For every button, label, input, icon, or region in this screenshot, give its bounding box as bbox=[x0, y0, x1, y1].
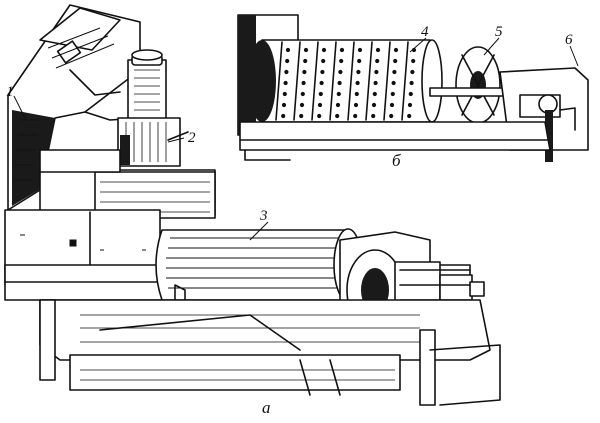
inset-detail-view bbox=[237, 14, 589, 162]
perforation-dot bbox=[375, 47, 381, 53]
perforation-dot bbox=[356, 69, 361, 75]
perforation-dot bbox=[407, 102, 413, 108]
perforation-dot bbox=[281, 102, 287, 108]
perforation-dot bbox=[282, 91, 287, 97]
perforation-dot bbox=[283, 80, 288, 86]
perforation-dot bbox=[389, 113, 394, 119]
perforation-dot bbox=[409, 80, 414, 86]
label-5: 5 bbox=[495, 24, 503, 40]
perforation-dot bbox=[320, 69, 325, 75]
perforation-dot bbox=[411, 58, 416, 64]
perforation-dot bbox=[355, 80, 360, 86]
label-2: 2 bbox=[188, 130, 196, 146]
perforation-dot bbox=[357, 47, 363, 53]
perforation-dot bbox=[372, 91, 377, 97]
perforation-dot bbox=[321, 47, 327, 53]
perforation-dot bbox=[300, 91, 305, 97]
perforation-dot bbox=[393, 58, 398, 64]
perforation-dot bbox=[339, 47, 345, 53]
perforation-dot bbox=[319, 80, 324, 86]
perforation-dot bbox=[408, 91, 413, 97]
perforation-dot bbox=[318, 91, 323, 97]
perforation-dot bbox=[303, 47, 309, 53]
main-machine-view bbox=[4, 4, 501, 406]
drive-motor bbox=[117, 49, 189, 167]
perforation-dot bbox=[317, 102, 323, 108]
perforation-dot bbox=[339, 58, 344, 64]
perforation-dot bbox=[299, 102, 305, 108]
label-3: 3 bbox=[259, 208, 268, 224]
perforation-dot bbox=[335, 113, 340, 119]
perforation-dot bbox=[335, 102, 341, 108]
perforation-dot bbox=[337, 80, 342, 86]
support-frame bbox=[39, 299, 501, 406]
perforation-dot bbox=[301, 80, 306, 86]
perforation-dot bbox=[336, 91, 341, 97]
perforation-dot bbox=[391, 80, 396, 86]
perforation-dot bbox=[392, 69, 397, 75]
perforation-dot bbox=[317, 113, 322, 119]
perforation-dot bbox=[393, 47, 399, 53]
perforation-dot bbox=[284, 69, 289, 75]
perforation-dot bbox=[285, 58, 290, 64]
perforation-dot bbox=[374, 69, 379, 75]
perforation-dot bbox=[281, 113, 286, 119]
perforation-dot bbox=[373, 80, 378, 86]
perforation-dot bbox=[390, 91, 395, 97]
gear-casing bbox=[39, 149, 216, 219]
perforation-dot bbox=[338, 69, 343, 75]
perforation-dot bbox=[371, 102, 377, 108]
label-6: 6 bbox=[565, 32, 573, 48]
perforation-dot bbox=[375, 58, 380, 64]
perforation-dot bbox=[357, 58, 362, 64]
perforation-dot bbox=[353, 102, 359, 108]
perforated-drum bbox=[248, 39, 443, 123]
perforation-dot bbox=[371, 113, 376, 119]
perforation-dot bbox=[321, 58, 326, 64]
caption-main: а bbox=[262, 398, 271, 417]
perforation-dot bbox=[299, 113, 304, 119]
label-4: 4 bbox=[421, 24, 429, 40]
perforation-dot bbox=[410, 69, 415, 75]
label-1: 1 bbox=[6, 84, 14, 100]
perforation-dot bbox=[302, 69, 307, 75]
perforation-dot bbox=[303, 58, 308, 64]
drum-cylinder bbox=[155, 228, 363, 311]
perforation-dot bbox=[354, 91, 359, 97]
perforation-dot bbox=[285, 47, 291, 53]
leader-lines bbox=[13, 37, 579, 241]
perforation-dot bbox=[389, 102, 395, 108]
perforation-dot bbox=[407, 113, 412, 119]
perforation-dot bbox=[353, 113, 358, 119]
caption-inset: б bbox=[392, 151, 401, 170]
